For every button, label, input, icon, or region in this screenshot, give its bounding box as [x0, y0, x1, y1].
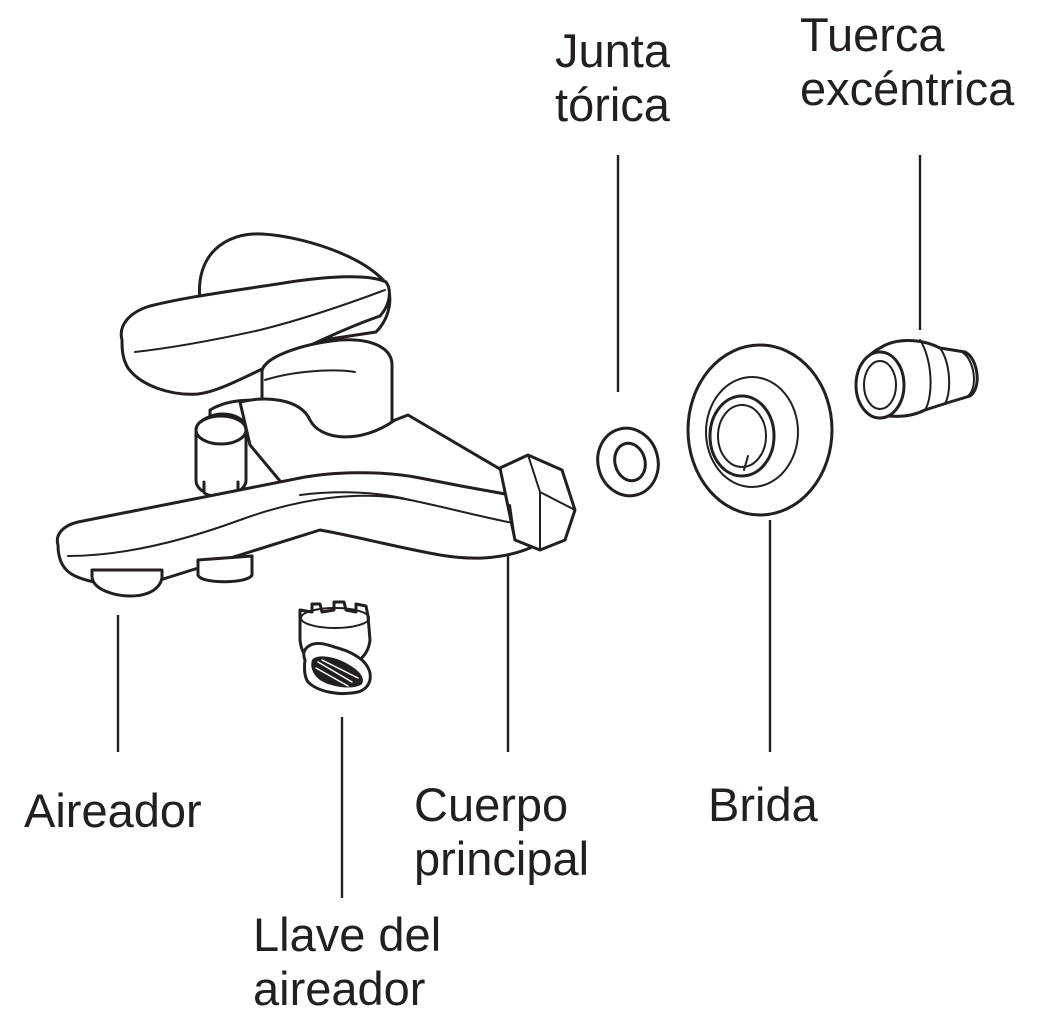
label-junta-line1: Junta — [555, 24, 670, 77]
label-brida-line1: Brida — [708, 778, 818, 831]
label-junta-line2: tórica — [555, 78, 670, 131]
label-tuerca-excentrica: Tuerca excéntrica — [800, 8, 1014, 116]
main-body-illustration — [55, 232, 577, 598]
label-llave-line2: aireador — [253, 962, 426, 1015]
label-llave-del-aireador: Llave del aireador — [253, 908, 441, 1016]
label-junta-torica: Junta tórica — [555, 24, 670, 132]
label-brida: Brida — [708, 778, 818, 832]
label-aireador: Aireador — [24, 784, 202, 838]
label-aireador-line1: Aireador — [24, 784, 202, 837]
label-tuerca-line1: Tuerca — [800, 8, 945, 61]
eccentric-nut-illustration — [854, 339, 979, 420]
label-cuerpo-line2: principal — [414, 832, 590, 885]
aerator-key-illustration — [298, 600, 372, 696]
flange-illustration — [686, 343, 834, 517]
label-cuerpo-principal: Cuerpo principal — [414, 778, 589, 886]
label-cuerpo-line1: Cuerpo — [414, 778, 569, 831]
label-llave-line1: Llave del — [253, 908, 442, 961]
o-ring-illustration — [596, 426, 660, 498]
label-tuerca-line2: excéntrica — [800, 62, 1015, 115]
